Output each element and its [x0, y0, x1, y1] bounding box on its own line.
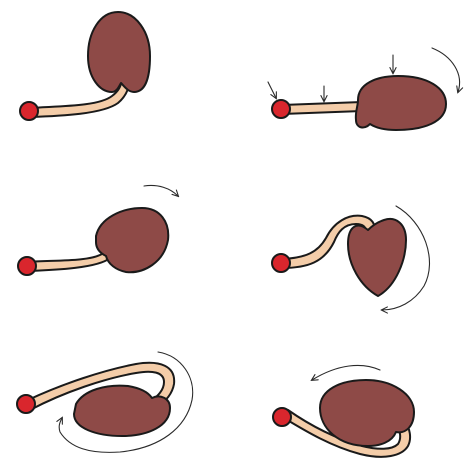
arrow-down-left: [268, 82, 276, 98]
stalk-tip: [272, 254, 290, 272]
rotation-arrow: [144, 185, 178, 196]
stalk-tip: [18, 257, 36, 275]
seed-body: [96, 208, 168, 272]
stalk-tip: [20, 102, 38, 120]
panel-stage-5: [17, 352, 193, 452]
panel-stage-6: [273, 365, 414, 456]
stalk: [282, 102, 362, 114]
seed-body: [348, 219, 406, 296]
stalk-tip: [273, 408, 291, 426]
panel-stage-2: [268, 48, 460, 130]
panel-stage-3: [18, 185, 178, 275]
panel-stage-1: [20, 12, 150, 120]
panel-stage-4: [272, 206, 429, 310]
rotation-arrow: [312, 365, 380, 380]
stalk-tip: [17, 395, 35, 413]
stalk-tip: [272, 100, 290, 118]
seed-body: [356, 76, 446, 130]
seed-body: [74, 386, 170, 436]
seed-body: [88, 12, 150, 92]
